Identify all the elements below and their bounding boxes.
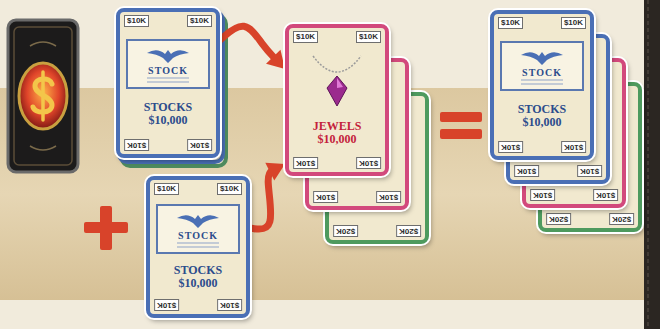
card-title: STOCKS $10,000 xyxy=(132,101,204,127)
card-value-corner: $10K xyxy=(577,165,602,177)
card-back xyxy=(8,20,78,172)
card-title: STOCKS $10,000 xyxy=(162,264,234,290)
arrow-head xyxy=(265,163,285,181)
corner-row: $10K $10K xyxy=(498,141,586,153)
card-face: $10K $10K JEWELS $10,000 $10K $10K xyxy=(289,28,385,172)
corner-row: $10K $10K xyxy=(498,17,586,29)
card-value-corner: $10K xyxy=(313,191,338,203)
arrow-shaft xyxy=(250,170,273,229)
necklace-chain xyxy=(313,56,361,72)
arrow-head xyxy=(266,50,285,69)
card-value-corner: $10K xyxy=(498,141,523,153)
card-value-corner: $10K xyxy=(187,139,212,151)
certificate-word: STOCK xyxy=(522,67,562,78)
corner-row: $20K $20K xyxy=(546,213,634,225)
card-value-corner: $10K xyxy=(154,299,179,311)
corner-row: $10K $10K xyxy=(154,183,242,195)
card-value-corner: $10K xyxy=(356,157,381,169)
stock-certificate: STOCK xyxy=(126,39,210,89)
gem-highlight xyxy=(337,78,343,88)
certificate-lines xyxy=(517,78,567,86)
leather-edge xyxy=(644,0,660,329)
stock-certificate: STOCK xyxy=(156,204,240,254)
corner-row: $10K $10K xyxy=(124,139,212,151)
certificate-word: STOCK xyxy=(148,65,188,76)
eagle-emblem xyxy=(175,210,221,230)
card-face: $10K $10K STOCK STOCKS $10,000 $10K $10K xyxy=(494,14,590,156)
card-face: $10K $10K STOCK STOCKS $10,000 $10K $10K xyxy=(120,12,216,154)
corner-row: $10K $10K xyxy=(293,31,381,43)
eagle-shape xyxy=(521,52,563,65)
stock-certificate: STOCK xyxy=(500,41,584,91)
card-value-corner: $10K xyxy=(187,15,212,27)
stock-card: $10K $10K STOCK STOCKS $10,000 $10K $10K xyxy=(116,8,220,158)
card-value-corner: $10K xyxy=(293,31,318,43)
certificate-rule xyxy=(147,77,189,78)
arrow-connector xyxy=(220,26,285,69)
card-face: $10K $10K STOCK STOCKS $10,000 $10K $10K xyxy=(150,180,246,314)
stock-card: $10K $10K STOCK STOCKS $10,000 $10K $10K xyxy=(490,10,594,160)
card-value-corner: $10K xyxy=(561,17,586,29)
card-value-corner: $10K xyxy=(561,141,586,153)
card-value-corner: $10K xyxy=(124,15,149,27)
eagle-shape xyxy=(177,215,219,228)
arrow-shaft xyxy=(220,26,276,59)
eagle-shape xyxy=(147,50,189,63)
necklace-picture xyxy=(307,54,367,108)
corner-row: $10K $10K xyxy=(313,191,401,203)
plus-sign xyxy=(84,206,128,250)
corner-row: $10K $10K xyxy=(124,15,212,27)
card-value-corner: $20K xyxy=(396,225,421,237)
card-value-corner: $20K xyxy=(609,213,634,225)
card-value-corner: $10K xyxy=(154,183,179,195)
jewels-card: $10K $10K JEWELS $10,000 $10K $10K xyxy=(285,24,389,176)
corner-row: $20K $20K xyxy=(333,225,421,237)
card-title: STOCKS $10,000 xyxy=(506,103,578,129)
card-value-corner: $10K xyxy=(124,139,149,151)
card-value-corner: $10K xyxy=(530,189,555,201)
certificate-rule xyxy=(521,83,563,84)
corner-row: $10K $10K xyxy=(154,299,242,311)
card-value-corner: $10K xyxy=(498,17,523,29)
card-value-corner: $10K xyxy=(514,165,539,177)
corner-row: $10K $10K xyxy=(514,165,602,177)
card-value-corner: $10K xyxy=(593,189,618,201)
card-value-corner: $10K xyxy=(217,299,242,311)
certificate-rule xyxy=(177,246,219,247)
corner-row: $10K $10K xyxy=(530,189,618,201)
eagle-emblem xyxy=(519,47,565,67)
certificate-rule xyxy=(147,81,189,82)
pendant-gem xyxy=(327,76,347,106)
certificate-lines xyxy=(143,76,193,84)
card-title: JEWELS $10,000 xyxy=(301,120,373,146)
card-value-corner: $10K xyxy=(217,183,242,195)
card-value-corner: $10K xyxy=(293,157,318,169)
card-value-corner: $20K xyxy=(546,213,571,225)
card-value-corner: $10K xyxy=(356,31,381,43)
certificate-word: STOCK xyxy=(178,230,218,241)
card-value-corner: $10K xyxy=(376,191,401,203)
arrow-connector xyxy=(250,163,285,229)
stock-card: $10K $10K STOCK STOCKS $10,000 $10K $10K xyxy=(146,176,250,318)
jewel-art xyxy=(293,54,381,108)
certificate-rule xyxy=(521,79,563,80)
stitching xyxy=(648,0,649,329)
corner-row: $10K $10K xyxy=(293,157,381,169)
card-value-corner: $20K xyxy=(333,225,358,237)
equals-sign xyxy=(440,112,482,139)
certificate-lines xyxy=(173,241,223,249)
eagle-emblem xyxy=(145,45,191,65)
certificate-rule xyxy=(177,242,219,243)
